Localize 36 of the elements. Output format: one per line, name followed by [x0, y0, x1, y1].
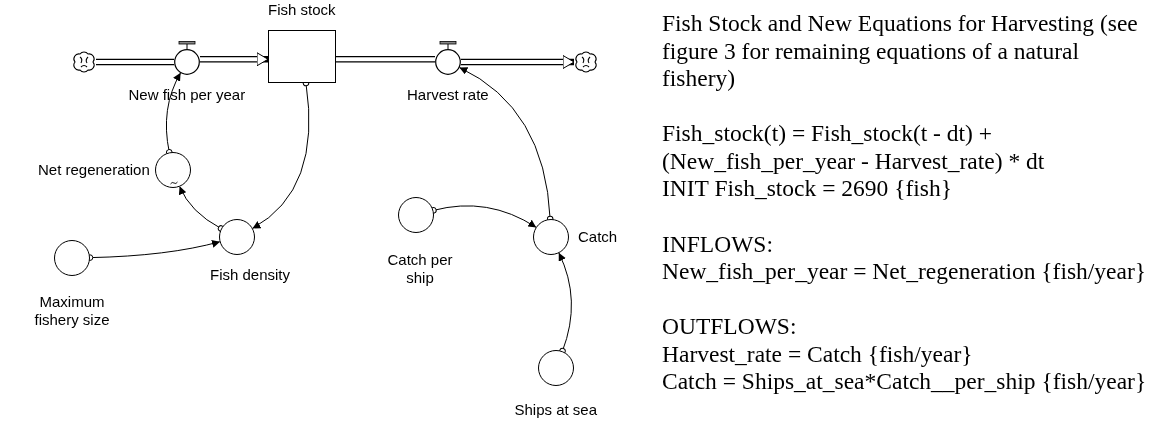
variable-label: Harvest rate — [407, 86, 489, 104]
stock-box — [268, 30, 336, 83]
variable-label: Catch per ship — [386, 251, 454, 287]
flow-pipe — [200, 52, 269, 67]
equation-text: Fish_stock(t) = Fish_stock(t - dt) + (New_fish_per_year - Harvest_rate) * dt — [662, 120, 1046, 175]
equation-text: INIT Fish_stock = 2690 {fish} — [662, 175, 952, 203]
converter-circle — [219, 219, 255, 255]
variable-label: New fish per year — [128, 86, 246, 104]
flow-pipe — [96, 58, 174, 66]
equation-text: OUTFLOWS: — [662, 313, 797, 341]
equation-text: Harvest_rate = Catch {fish/year} — [662, 341, 973, 369]
converter-circle — [155, 152, 191, 188]
flow-valve — [435, 41, 461, 75]
connector-arrow — [165, 72, 181, 156]
converter-circle — [533, 219, 569, 255]
flow-pipe — [461, 55, 575, 69]
flow-valve — [174, 41, 200, 75]
connector-arrow — [558, 252, 572, 355]
connector-arrow — [430, 205, 537, 228]
variable-label: Net regeneration — [38, 161, 150, 179]
converter-circle — [54, 240, 90, 276]
variable-label: Ships at sea — [514, 401, 598, 419]
equation-text: Catch = Ships_at_sea*Catch__per_ship {fish/year} — [662, 368, 1147, 396]
cloud-icon — [574, 51, 598, 73]
description-text: Fish Stock and New Equations for Harvesting (see figure 3 for remaining equations of a natural fishery) — [662, 10, 1139, 93]
variable-label: Fish stock — [268, 1, 336, 19]
variable-label: Fish density — [210, 266, 291, 284]
connector-arrow — [179, 186, 225, 232]
flow-pipe — [336, 56, 435, 63]
cloud-icon — [72, 51, 96, 73]
variable-label: Catch — [578, 228, 618, 246]
converter-circle — [538, 350, 574, 386]
converter-circle — [398, 197, 434, 233]
variable-label: Maximum fishery size — [33, 293, 111, 329]
equation-text: New_fish_per_year = Net_regeneration {fish/year} — [662, 258, 1147, 286]
equation-text: INFLOWS: — [662, 231, 773, 259]
